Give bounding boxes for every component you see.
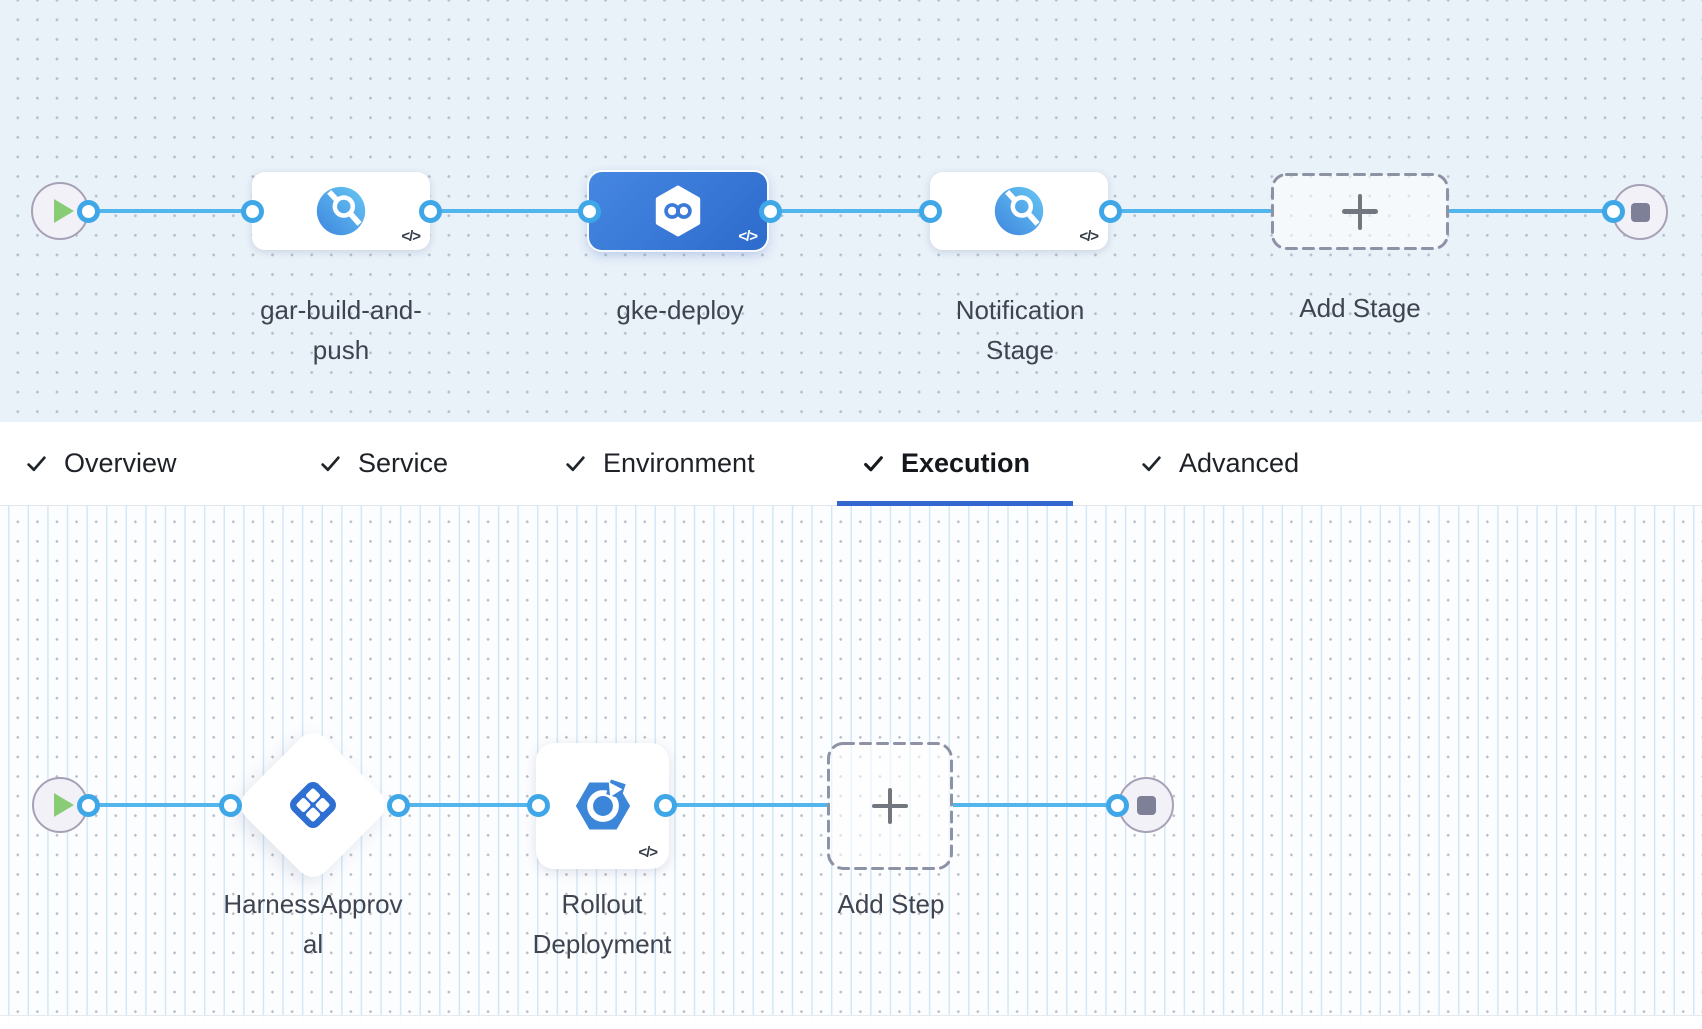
stage-card-gke-deploy[interactable]: </>	[589, 172, 767, 250]
add-stage-label: Add Stage	[1299, 293, 1421, 323]
gke-rollout-icon	[575, 779, 630, 830]
cd-stage-icon	[994, 186, 1044, 236]
code-badge: </>	[738, 228, 758, 245]
tab-label: Overview	[64, 448, 177, 478]
check-icon	[864, 456, 883, 472]
connector-line	[430, 209, 589, 213]
connector-port	[1105, 793, 1129, 817]
connector-port	[577, 199, 601, 223]
connector-line	[88, 803, 230, 807]
step-label: HarnessApproval	[223, 889, 403, 959]
code-badge: </>	[1079, 228, 1099, 245]
tab-label: Execution	[901, 448, 1031, 478]
add-step-button[interactable]	[827, 742, 953, 870]
connector-port	[1601, 199, 1625, 223]
check-icon	[321, 456, 340, 472]
stage-graph-canvas: </> gar-build-and-push </> gke-deploy </…	[0, 0, 1702, 422]
stage-config-tabbar: Overview Service Environment Execution A…	[0, 422, 1702, 506]
connector-port	[218, 793, 242, 817]
connector-line	[1110, 209, 1271, 213]
play-icon	[54, 199, 74, 223]
canvas-bottom-edge	[0, 1015, 1702, 1029]
connector-line	[770, 209, 930, 213]
tab-label: Environment	[603, 448, 755, 478]
step-label: Rollout Deployment	[532, 889, 672, 959]
check-icon	[566, 456, 585, 472]
connector-port	[526, 793, 550, 817]
check-icon	[27, 456, 46, 472]
code-badge: </>	[401, 228, 421, 245]
plus-icon	[871, 787, 909, 825]
connector-line	[88, 209, 252, 213]
stage-card-gar-build-and-push[interactable]: </>	[252, 172, 430, 250]
connector-port	[76, 793, 100, 817]
code-badge: </>	[638, 844, 658, 861]
connector-port	[386, 793, 410, 817]
connector-line	[953, 803, 1117, 807]
harness-approval-icon	[290, 782, 336, 828]
connector-port	[418, 199, 442, 223]
connector-port	[918, 199, 942, 223]
stop-icon	[1630, 202, 1650, 222]
connector-port	[758, 199, 782, 223]
connector-port	[653, 793, 677, 817]
play-icon	[54, 793, 74, 817]
check-icon	[1142, 456, 1161, 472]
add-step-label: Add Step	[837, 889, 945, 919]
tab-overview[interactable]: Overview	[25, 422, 177, 505]
connector-port	[76, 199, 100, 223]
active-tab-underline	[837, 501, 1073, 506]
tab-environment[interactable]: Environment	[564, 422, 755, 505]
tab-advanced[interactable]: Advanced	[1140, 422, 1299, 505]
connector-line	[1449, 209, 1613, 213]
connector-line	[665, 803, 827, 807]
tab-label: Service	[358, 448, 449, 478]
cd-stage-icon	[316, 186, 366, 236]
stage-card-notification-stage[interactable]: </>	[930, 172, 1108, 250]
execution-graph-canvas: HarnessApproval </> Rollout Deployment A…	[0, 506, 1702, 1028]
connector-port	[240, 199, 264, 223]
step-rollout-deployment[interactable]: </>	[536, 743, 669, 869]
connector-line	[398, 803, 538, 807]
tab-label: Advanced	[1179, 448, 1300, 478]
connector-port	[1098, 199, 1122, 223]
tab-execution[interactable]: Execution	[862, 422, 1030, 505]
tab-service[interactable]: Service	[319, 422, 448, 505]
stop-icon	[1136, 795, 1156, 815]
stage-label: gar-build-and-push	[260, 295, 422, 365]
plus-icon	[1341, 193, 1379, 231]
stage-label: Notification Stage	[955, 295, 1085, 365]
add-stage-button[interactable]	[1271, 173, 1449, 250]
stage-label: gke-deploy	[616, 295, 744, 325]
infinity-hexagon-icon	[655, 185, 701, 237]
